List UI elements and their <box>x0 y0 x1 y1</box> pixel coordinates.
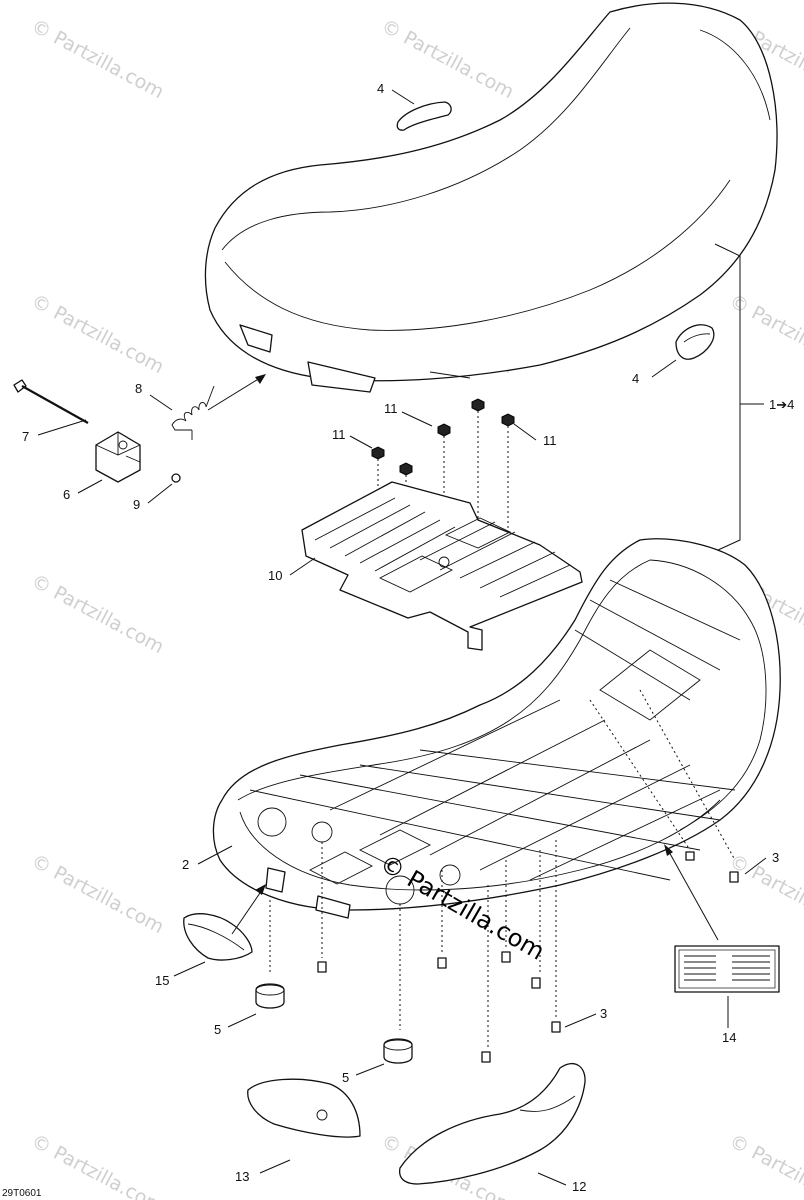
callout-11: 11 <box>384 401 398 416</box>
rear-pad-left <box>247 1078 361 1138</box>
callout-11: 11 <box>543 433 557 448</box>
callout-10: 10 <box>268 568 282 583</box>
small-nut <box>171 473 181 483</box>
warning-label <box>674 945 780 993</box>
watermark: © Partzilla.com <box>28 290 168 378</box>
callout-7: 7 <box>22 429 29 444</box>
callout-3: 3 <box>600 1006 607 1021</box>
callout-4: 4 <box>377 81 384 96</box>
assembly-arrow <box>207 374 266 411</box>
badge-side <box>675 324 715 360</box>
screws <box>317 851 739 1063</box>
latch-bracket <box>95 431 141 483</box>
leader-lines <box>37 89 767 1186</box>
callout-8: 8 <box>135 381 142 396</box>
spring <box>171 385 215 440</box>
callout-6: 6 <box>63 487 70 502</box>
callouts: 4 4 1➔4 8 7 6 9 11 11 11 10 2 3 3 15 5 5… <box>22 81 794 1194</box>
callout-2: 2 <box>182 857 189 872</box>
callout-14: 14 <box>722 1030 736 1045</box>
base-dash-lines <box>269 689 736 1050</box>
watermark: © Partzilla.com <box>28 850 168 938</box>
callout-15: 15 <box>155 973 169 988</box>
callout-1-4: 1➔4 <box>769 397 794 412</box>
callout-13: 13 <box>235 1169 249 1184</box>
front-pad <box>183 884 266 961</box>
watermark: © Partzilla.com <box>28 1130 168 1200</box>
watermark: © Partzilla.com <box>378 15 518 103</box>
callout-11: 11 <box>332 427 346 442</box>
watermark: © Partzilla.com <box>726 1130 804 1200</box>
callout-12: 12 <box>572 1179 586 1194</box>
seat-plate <box>301 481 583 651</box>
callout-4: 4 <box>632 371 639 386</box>
callout-3: 3 <box>772 850 779 865</box>
grommets <box>255 983 413 1064</box>
watermark: © Partzilla.com <box>28 15 168 103</box>
seat-base <box>212 538 781 919</box>
callout-5: 5 <box>342 1070 349 1085</box>
seat-cover <box>204 2 778 393</box>
watermark: © Partzilla.com <box>726 290 804 378</box>
hex-nuts <box>371 398 515 476</box>
callout-9: 9 <box>133 497 140 512</box>
callout-5: 5 <box>214 1022 221 1037</box>
long-bolt <box>13 379 89 424</box>
watermark: © Partzilla.com <box>726 850 804 938</box>
badge-upper <box>396 101 452 131</box>
watermark: © Partzilla.com <box>28 570 168 658</box>
rear-pad-right <box>398 1063 586 1185</box>
assembly-bracket <box>714 243 764 551</box>
diagram-code: 29T0601 <box>2 1188 42 1199</box>
